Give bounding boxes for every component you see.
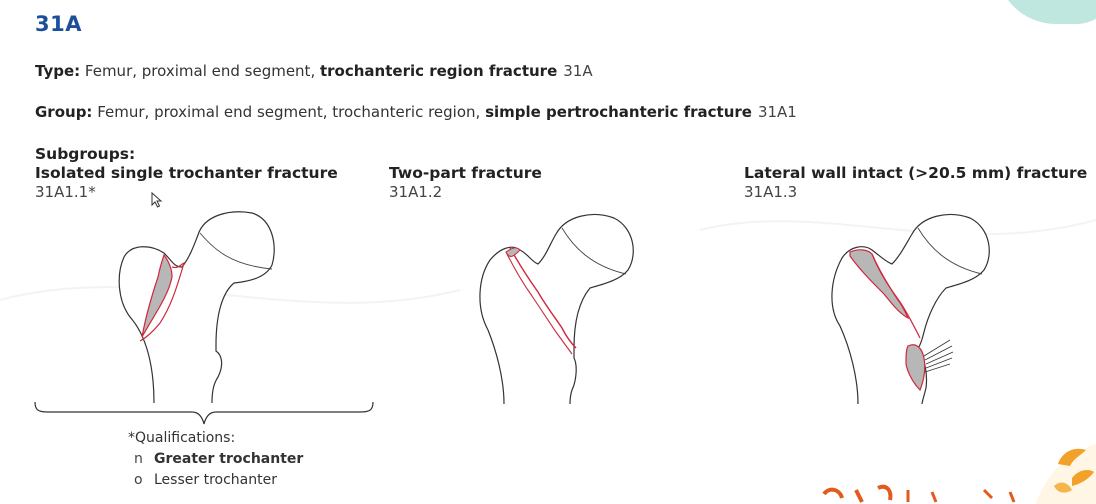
femur-bone [479,213,634,405]
bracket [34,401,374,425]
type-label: Type: [35,62,81,80]
femur-illustration-31A1-2 [479,213,634,405]
page-heading: 31A [35,12,82,36]
qualification-item-lesser: o Lesser trochanter [128,470,303,491]
qualifications: *Qualifications: n Greater trochanter o Le… [128,428,303,491]
type-line: Type: Femur, proximal end segment, troch… [35,62,593,80]
femur-illustration-31A1-3 [831,213,990,405]
qualification-label: Greater trochanter [154,451,304,467]
type-code: 31A [563,62,593,80]
subgroup-1-name: Isolated single trochanter fracture [35,164,338,182]
subgroup-2: Two-part fracture 31A1.2 [389,164,542,201]
subgroup-3-name: Lateral wall intact (>20.5 mm) fracture [744,164,1088,182]
subgroup-3-code: 31A1.3 [744,183,798,201]
qualification-marker: n [134,451,143,467]
subgroup-2-name: Two-part fracture [389,164,542,182]
subgroup-1: Isolated single trochanter fracture 31A1… [35,164,338,201]
group-line: Group: Femur, proximal end segment, troc… [35,103,797,121]
qualification-label: Lesser trochanter [154,472,277,488]
muscle-fibers [923,339,954,373]
group-bold: simple pertrochanteric fracture [485,103,752,121]
subgroups-label: Subgroups: [35,145,136,163]
qualification-item-greater: n Greater trochanter [128,449,303,470]
subgroup-3: Lateral wall intact (>20.5 mm) fracture … [744,164,1087,201]
type-bold: trochanteric region fracture [319,62,558,80]
group-label: Group: [35,103,93,121]
mouse-cursor-icon [151,192,163,208]
femur-illustration-31A1-1 [118,211,275,404]
group-code: 31A1 [757,103,797,121]
fracture-fragment [139,253,185,342]
fracture-fragment [849,249,926,392]
subgroup-2-code: 31A1.2 [389,183,443,201]
qualification-marker: o [134,472,143,488]
group-text: Femur, proximal end segment, trochanteri… [92,103,486,121]
corner-decoration [996,0,1096,24]
type-text: Femur, proximal end segment, [80,62,320,80]
femur-bone [118,211,275,404]
qualifications-title: *Qualifications: [128,430,236,446]
subgroup-1-code: 31A1.1* [35,183,96,201]
fracture-line [505,247,577,355]
corner-artwork [822,444,1096,504]
